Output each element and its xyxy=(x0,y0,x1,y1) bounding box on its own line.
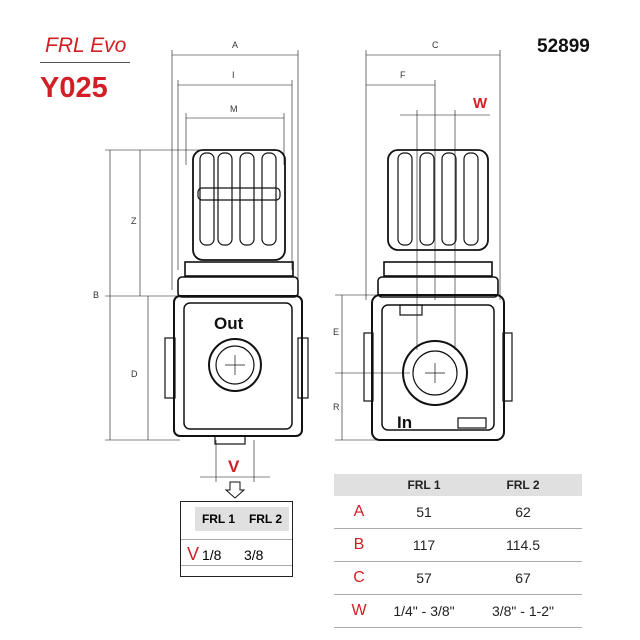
dim-e: E xyxy=(333,327,339,337)
dim-c: C xyxy=(432,40,439,50)
cell-frl2: 3/8 xyxy=(244,546,264,563)
row-key: C xyxy=(353,569,365,586)
cell-frl2: 67 xyxy=(515,570,531,586)
row-key: B xyxy=(353,536,365,553)
divider xyxy=(181,565,292,566)
out-port-label: Out xyxy=(214,314,244,333)
row-key: V xyxy=(187,544,200,564)
row-key: W xyxy=(351,602,367,619)
dim-v: V xyxy=(228,457,240,476)
dim-f: F xyxy=(400,70,406,80)
front-view xyxy=(105,50,309,499)
dim-r: R xyxy=(333,402,340,412)
cell-frl1: 1/8 xyxy=(202,546,222,563)
header-frl2: FRL 2 xyxy=(248,512,283,526)
cell-frl2: 3/8" - 1-2" xyxy=(491,603,555,619)
table-row: A 51 62 xyxy=(334,496,582,529)
dim-m: M xyxy=(230,104,238,114)
cell-frl1: 51 xyxy=(416,504,432,520)
title-underline xyxy=(40,62,130,63)
arrow-down-icon xyxy=(224,481,246,499)
model-title: Y025 xyxy=(40,72,108,104)
cell-frl1: 117 xyxy=(412,537,436,553)
dim-a: A xyxy=(232,40,238,50)
dim-z: Z xyxy=(131,216,137,226)
cell-frl2: 114.5 xyxy=(506,537,540,553)
port-size-header: FRL 1 FRL 2 xyxy=(195,507,289,531)
table-row: B 117 114.5 xyxy=(334,529,582,562)
dim-d: D xyxy=(131,369,138,379)
row-key: A xyxy=(353,503,365,520)
in-port-label: In xyxy=(397,413,412,432)
divider xyxy=(181,539,292,540)
dimension-table: FRL 1 FRL 2 A 51 62 B 117 114.5 C 57 67 W 1/4" … xyxy=(334,474,582,628)
header-frl1: FRL 1 xyxy=(201,512,236,526)
cell-frl1: 57 xyxy=(416,570,432,586)
header-frl2: FRL 2 xyxy=(506,478,540,492)
header-frl1: FRL 1 xyxy=(407,478,441,492)
table-row: C 57 67 xyxy=(334,562,582,595)
dim-i: I xyxy=(232,70,235,80)
cell-frl2: 62 xyxy=(515,504,531,520)
series-title: FRL Evo xyxy=(45,34,127,57)
table-header: FRL 1 FRL 2 xyxy=(334,474,582,496)
port-size-table: FRL 1 FRL 2 V 1/8 3/8 xyxy=(180,501,293,577)
dim-b: B xyxy=(93,290,99,300)
dim-w: W xyxy=(473,95,488,112)
table-row: W 1/4" - 3/8" 3/8" - 1-2" xyxy=(334,595,582,628)
table-row: V 1/8 3/8 xyxy=(187,544,286,565)
cell-frl1: 1/4" - 3/8" xyxy=(393,603,455,619)
side-view xyxy=(335,50,513,441)
product-code: 52899 xyxy=(537,36,590,57)
